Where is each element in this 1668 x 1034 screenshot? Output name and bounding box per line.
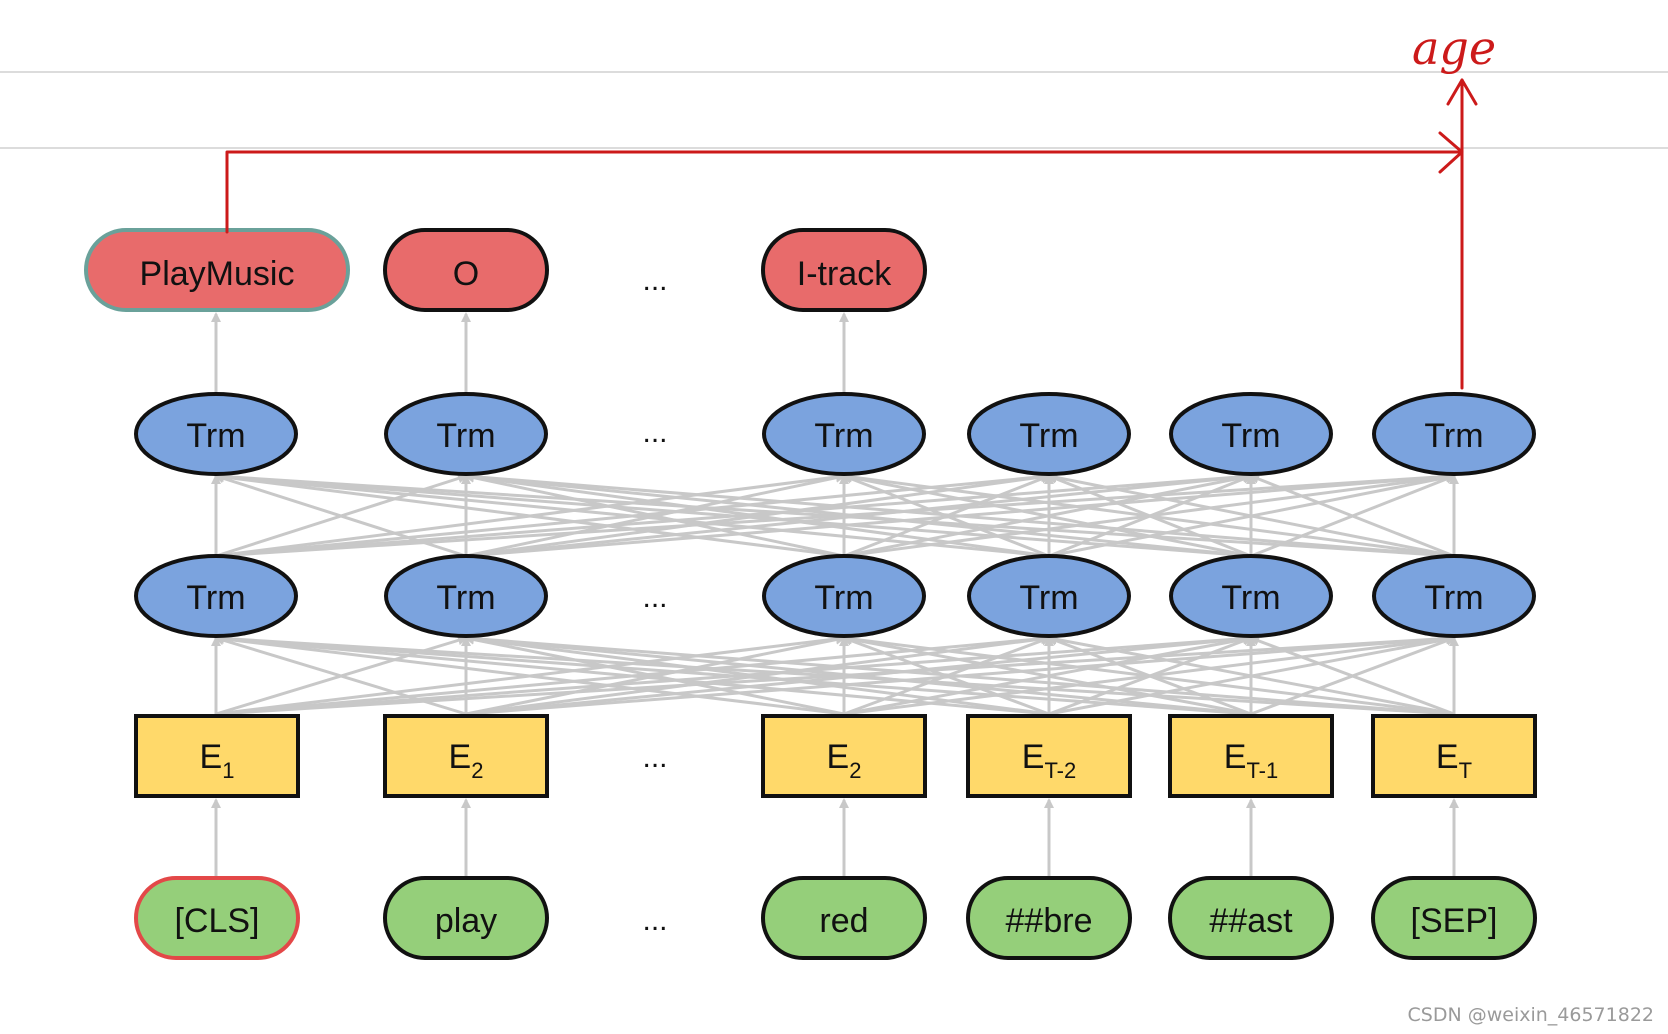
attention-line (464, 472, 1050, 558)
token-bre (966, 876, 1132, 960)
watermark: CSDN @weixin_46571822 (1407, 1004, 1655, 1026)
trm-top-6 (1372, 392, 1536, 476)
trm-top-4-label: Trm (1019, 417, 1078, 455)
trm-bottom-3-label: Trm (814, 579, 873, 617)
output-playmusic: PlayMusic (84, 228, 350, 312)
embedding-2 (383, 714, 549, 798)
output-i-track-label: I-track (797, 255, 892, 293)
token-ellipsis: ... (642, 904, 667, 937)
attention-line (464, 471, 1455, 558)
output-row: PlayMusic O ... I-track (84, 228, 927, 312)
embedding-4-label: ET-2 (1022, 738, 1076, 783)
trm-top-2 (384, 392, 548, 476)
embedding-3 (761, 714, 927, 798)
trm-top-1 (134, 392, 298, 476)
attention-line (1249, 636, 1455, 716)
trm-top-1-label: Trm (186, 417, 245, 455)
output-o-shape (383, 228, 549, 312)
attention-line (214, 635, 467, 716)
token-cls-label: [CLS] (174, 902, 259, 940)
embedding-ellipsis: ... (642, 741, 667, 774)
attention-line (214, 472, 845, 558)
token-bre-label: ##bre (1006, 902, 1093, 940)
up-arrowhead (1446, 78, 1478, 106)
trm-top-3-label: Trm (814, 417, 873, 455)
vertical-arrows (211, 312, 1459, 876)
embedding-6-label: ET (1436, 738, 1472, 783)
trm-bottom-5 (1169, 554, 1333, 638)
cls-to-age-path (225, 150, 1464, 234)
trm-bottom-4 (967, 554, 1131, 638)
token-red (761, 876, 927, 960)
annotation-age: age (1412, 21, 1496, 75)
trm-layer-bottom: Trm Trm ... Trm Trm Trm Trm (134, 554, 1536, 638)
embedding-2-label: E2 (449, 738, 484, 783)
embedding-5 (1168, 714, 1334, 798)
trm-bottom-1 (134, 554, 298, 638)
trm-bottom-2 (384, 554, 548, 638)
token-sep-label: [SEP] (1411, 902, 1498, 940)
attention-line (214, 633, 1455, 716)
attention-line (842, 472, 1455, 558)
embedding-4 (966, 714, 1132, 798)
token-red-label: red (819, 902, 868, 940)
trm-top-5-label: Trm (1221, 417, 1280, 455)
token-ast-label: ##ast (1209, 902, 1293, 940)
attention-line (464, 471, 1252, 558)
attention-line (464, 634, 1050, 716)
trm-top-5 (1169, 392, 1333, 476)
attention-line (464, 472, 845, 558)
trm-top-ellipsis: ... (642, 416, 667, 449)
trm-top-3 (762, 392, 926, 476)
attention-connections (214, 471, 1456, 716)
trm-layer-top: Trm Trm ... Trm Trm Trm Trm (134, 392, 1536, 476)
output-playmusic-label: PlayMusic (140, 255, 295, 293)
trm-bottom-4-label: Trm (1019, 579, 1078, 617)
red-annotation (225, 78, 1478, 390)
embedding-6 (1371, 714, 1537, 798)
embedding-5-label: ET-1 (1224, 738, 1278, 783)
attention-line (214, 633, 845, 716)
output-i-track: I-track (761, 228, 927, 312)
trm-top-6-label: Trm (1424, 417, 1483, 455)
attention-line (214, 471, 1252, 558)
output-o-label: O (453, 255, 479, 293)
attention-line (214, 471, 1050, 558)
output-ellipsis: ... (642, 264, 667, 297)
embedding-1 (134, 714, 300, 798)
trm-top-2-label: Trm (436, 417, 495, 455)
output-i-track-shape (761, 228, 927, 312)
trm-bottom-6 (1372, 554, 1536, 638)
attention-line (464, 633, 1455, 716)
attention-line (214, 633, 1050, 716)
attention-line (464, 634, 845, 716)
token-play-label: play (435, 902, 497, 940)
trm-bottom-3 (762, 554, 926, 638)
output-o: O (383, 228, 549, 312)
attention-line (214, 633, 1252, 716)
embedding-row: E1 E2 ... E2 ET-2 ET-1 ET (134, 714, 1537, 798)
token-row: [CLS] play ... red ##bre ##ast [SEP] (134, 876, 1537, 960)
trm-bottom-5-label: Trm (1221, 579, 1280, 617)
embedding-3-label: E2 (827, 738, 862, 783)
attention-line (214, 473, 467, 558)
attention-line (842, 634, 1455, 716)
token-sep (1371, 876, 1537, 960)
token-cls (134, 876, 300, 960)
attention-line (214, 471, 1455, 558)
trm-bottom-1-label: Trm (186, 579, 245, 617)
trm-bottom-2-label: Trm (436, 579, 495, 617)
trm-top-4 (967, 392, 1131, 476)
trm-bottom-6-label: Trm (1424, 579, 1483, 617)
attention-line (1249, 474, 1455, 558)
token-ast (1168, 876, 1334, 960)
embedding-1-label: E1 (200, 738, 235, 783)
trm-bottom-ellipsis: ... (642, 581, 667, 614)
output-playmusic-shape (84, 228, 350, 312)
token-play (383, 876, 549, 960)
